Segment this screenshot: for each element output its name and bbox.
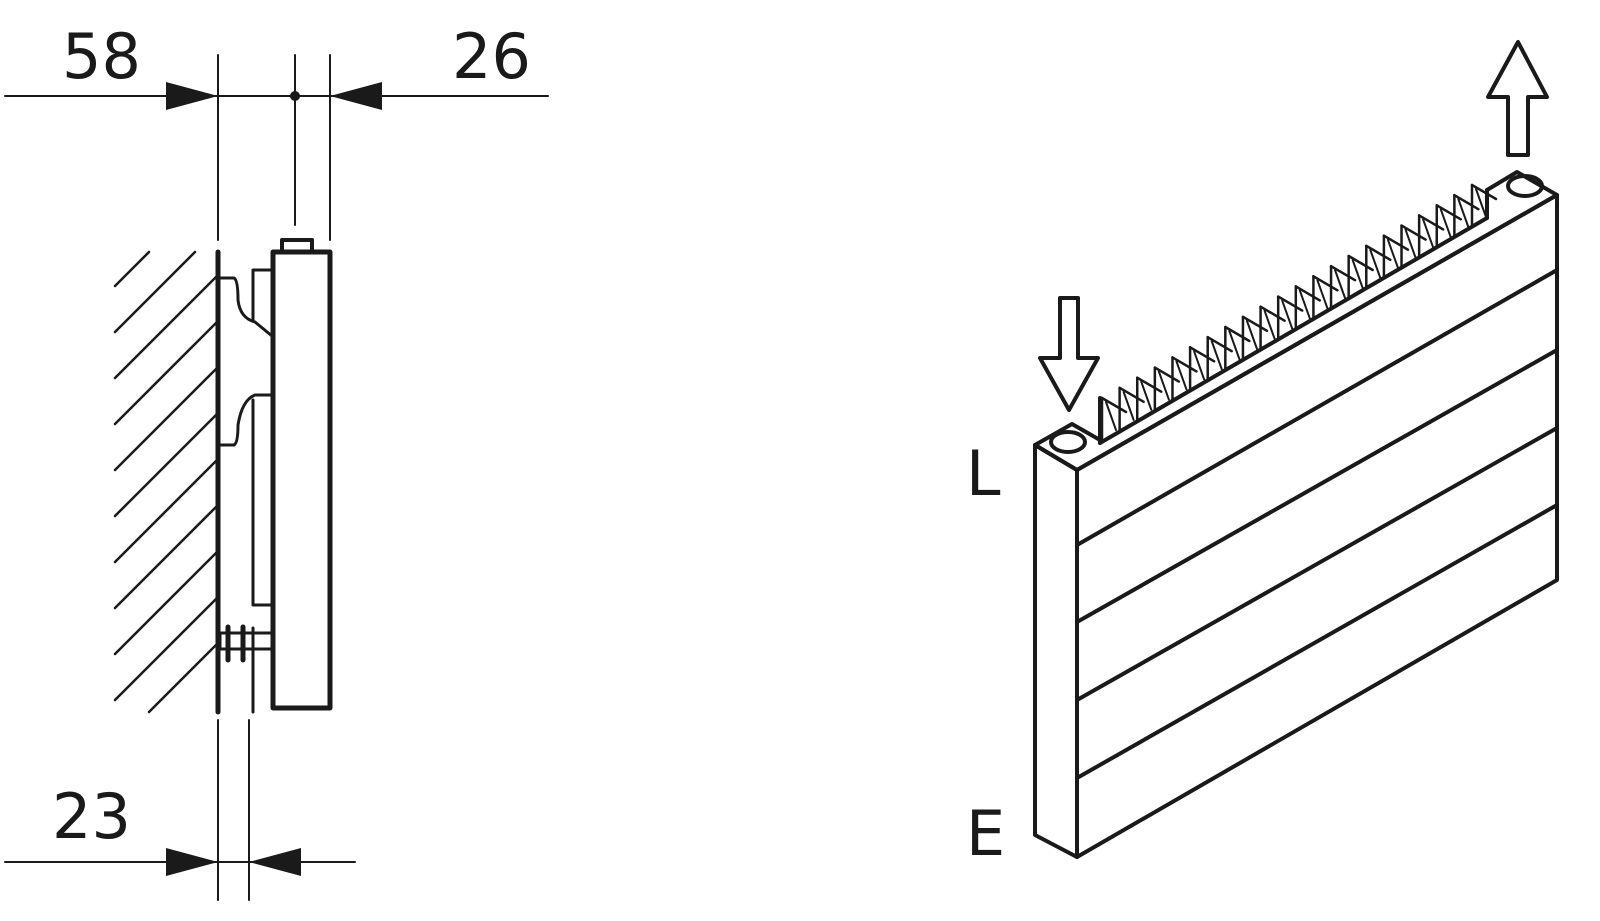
fin-top — [1312, 275, 1339, 292]
wall-hatching — [113, 250, 220, 714]
fin-face — [1439, 208, 1452, 239]
fin-top — [1276, 295, 1304, 312]
hatch-line — [113, 457, 220, 564]
dim-label-58: 58 — [62, 20, 141, 93]
outlet-pipe — [1506, 174, 1544, 198]
arrow-left-icon — [249, 848, 301, 876]
fin-face — [1157, 370, 1170, 401]
wall-bracket — [217, 268, 274, 714]
wall-bolt — [218, 624, 274, 663]
top-dimension-line — [4, 54, 549, 241]
fin-top — [1329, 264, 1357, 282]
side-view: 58 26 23 — [4, 20, 549, 901]
fin-top — [1259, 305, 1286, 322]
arrow-left-icon — [330, 82, 382, 110]
fin-face — [1475, 188, 1487, 218]
fin-top — [1135, 376, 1163, 393]
radiator-body — [1033, 170, 1559, 859]
fin-face — [1210, 340, 1223, 371]
arrow-right-icon — [166, 848, 218, 876]
fin-top — [1100, 396, 1128, 414]
fin-face — [1386, 238, 1399, 269]
dim-label-23: 23 — [52, 780, 131, 853]
hatch-line — [113, 273, 220, 380]
fin-top — [1153, 366, 1181, 383]
hatch-line — [113, 319, 220, 426]
inlet-pipe — [1049, 430, 1087, 454]
fin-face — [1193, 350, 1206, 381]
fin-top — [1417, 214, 1445, 231]
fin-face — [1334, 269, 1347, 300]
fin-face — [1228, 330, 1241, 360]
radiator-panel-section — [270, 249, 333, 711]
fin-top — [1382, 234, 1410, 251]
fin-top — [1365, 244, 1392, 262]
arrow-right-icon — [166, 82, 218, 110]
flow-out-arrow-icon — [1486, 40, 1549, 157]
fin-top — [1171, 356, 1198, 373]
fin-top — [1435, 204, 1463, 221]
outlet-label: E — [966, 797, 1005, 870]
slat-line — [1075, 348, 1559, 624]
fin-face — [1422, 218, 1435, 249]
hatch-line — [113, 595, 220, 702]
fin-top — [1241, 315, 1269, 333]
flow-in-arrow-icon — [1038, 296, 1100, 412]
bottom-dimension-line — [4, 719, 356, 901]
hatch-line — [113, 250, 197, 334]
fin-face — [1316, 279, 1329, 310]
fin-face — [1245, 319, 1258, 350]
fin-face — [1263, 309, 1276, 340]
hatch-line — [113, 503, 220, 610]
fin-top — [1224, 325, 1251, 343]
fin-face — [1404, 228, 1417, 259]
convector-fins — [1100, 183, 1498, 442]
fin-face — [1105, 401, 1117, 431]
slat-line — [1075, 503, 1559, 780]
fin-top — [1347, 254, 1374, 272]
fin-face — [1457, 198, 1470, 229]
slat-line — [1075, 426, 1559, 702]
panel-slat-lines — [1075, 268, 1559, 780]
fin-top — [1294, 285, 1322, 302]
fin-top — [1453, 193, 1480, 211]
hatch-line — [147, 641, 220, 714]
fin-face — [1175, 360, 1188, 391]
hatch-line — [113, 250, 151, 288]
fin-face — [1369, 248, 1382, 279]
fin-face — [1140, 380, 1153, 411]
fin-top — [1118, 386, 1145, 404]
fin-face — [1281, 299, 1294, 330]
dim-label-26: 26 — [452, 20, 531, 93]
hatch-line — [113, 411, 220, 518]
slat-line — [1075, 268, 1559, 547]
fin-top — [1470, 183, 1498, 201]
fin-face — [1298, 289, 1311, 320]
fin-top — [1206, 335, 1233, 353]
hatch-line — [113, 365, 220, 472]
inlet-label: L — [966, 437, 1001, 510]
iso-view: L E — [966, 40, 1559, 870]
fin-top — [1400, 224, 1427, 241]
pipe-cap — [280, 238, 314, 254]
fin-face — [1122, 390, 1135, 421]
fin-face — [1351, 259, 1364, 289]
hatch-line — [113, 549, 220, 656]
fin-top — [1188, 346, 1216, 363]
